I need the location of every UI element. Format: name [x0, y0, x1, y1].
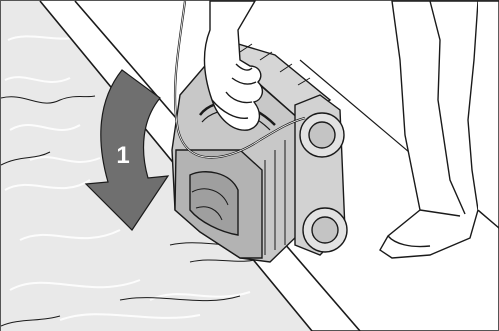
- step-number: 1: [116, 142, 129, 169]
